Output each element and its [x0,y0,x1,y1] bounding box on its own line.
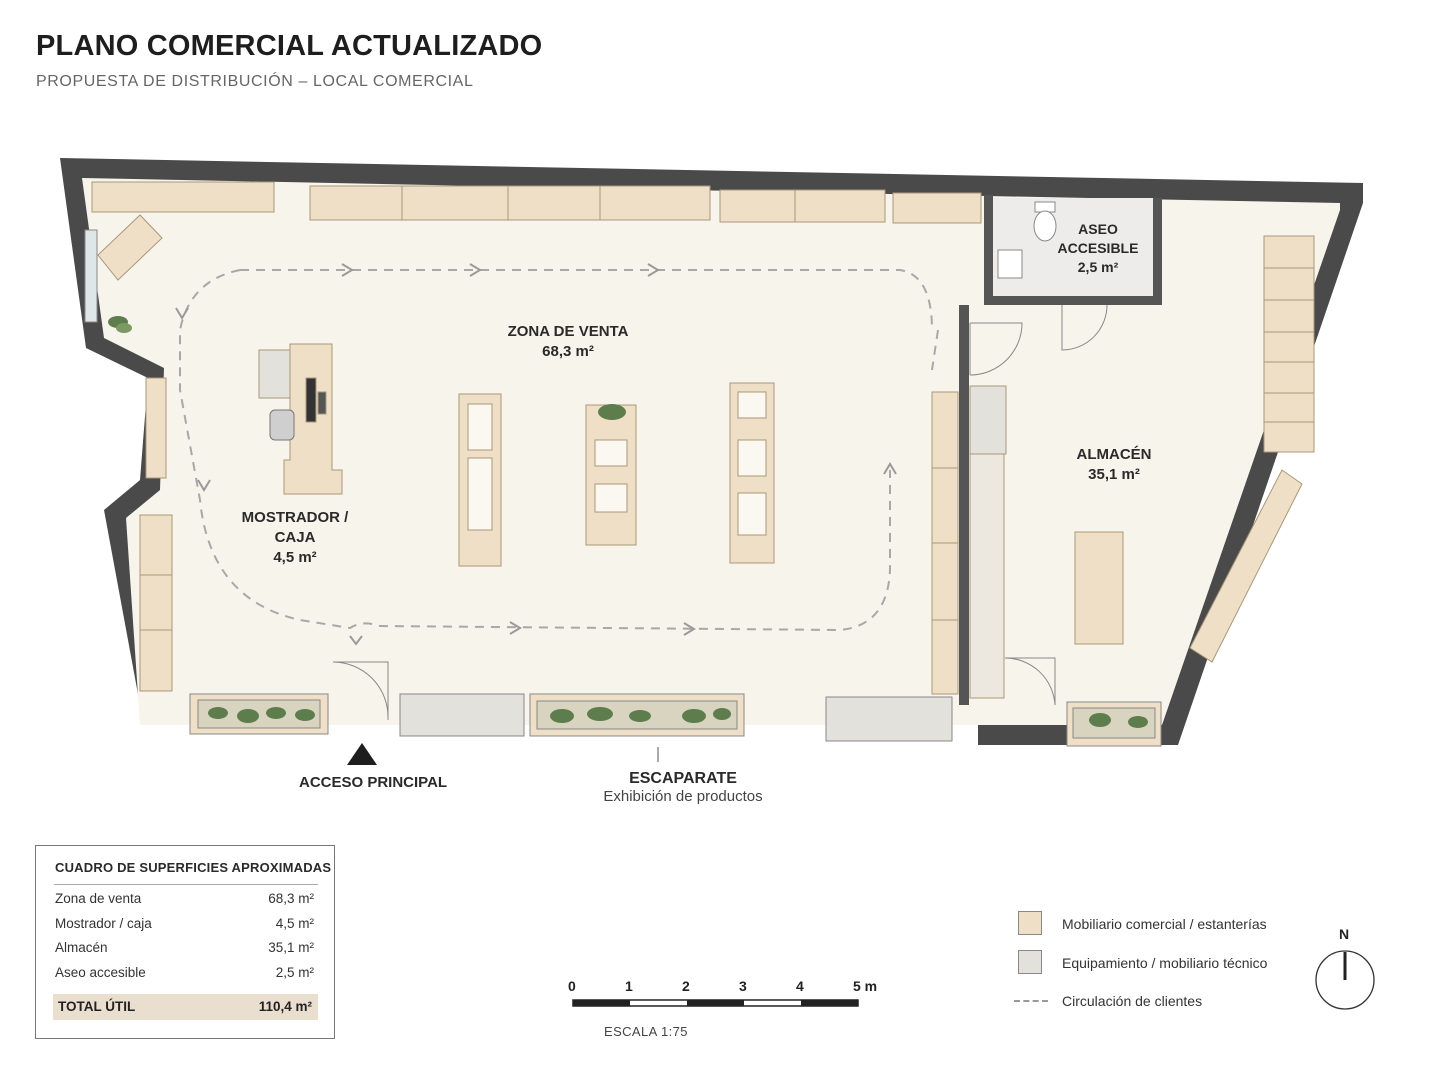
scale-tick: 0 [568,978,576,994]
room-name: ZONA DE VENTA [507,323,629,340]
row-value: 2,5 m² [275,965,314,980]
total-row: TOTAL ÚTIL 110,4 m² [53,994,318,1020]
scale-tick: 3 [739,978,747,994]
access-label: ACCESO PRINCIPAL [299,774,448,791]
scale-tick: 5 m [853,978,878,994]
showcase-title: ESCAPARATE [629,770,737,787]
room-name: ALMACÉN [1076,446,1152,463]
north-label: N [1339,926,1350,942]
table-row: Zona de venta 68,3 m² [55,891,314,906]
row-value: 68,3 m² [268,891,314,906]
toilet-icon [1033,201,1057,242]
room-area: 68,3 m² [542,343,594,360]
plan-title: PLANO COMERCIAL ACTUALIZADO [36,30,543,62]
row-name: Zona de venta [55,891,142,906]
storage-counter [969,385,1007,699]
table-row: Mostrador / caja 4,5 m² [55,916,314,931]
row-name: Aseo accesible [55,965,146,980]
room-name: ASEO [1078,221,1118,237]
circulation-arrows [175,263,897,646]
scale-tick: 4 [796,978,804,994]
gondola-2 [585,404,637,546]
legend-swatch-circulation [1014,1000,1048,1002]
scale-label: ESCALA 1:75 [604,1024,688,1039]
row-value: 35,1 m² [268,940,314,955]
doors [332,304,1108,720]
north-arrow-icon [1315,950,1375,1010]
legend-swatch-equipment [1018,950,1042,974]
table-row: Almacén 35,1 m² [55,940,314,955]
left-diagonal-shelf [97,214,173,692]
gondola-1 [458,393,502,567]
legend-label-furniture: Mobiliario comercial / estanterías [1062,916,1267,932]
surfaces-divider [54,884,318,885]
showcase-subtitle: Exhibición de productos [603,788,763,805]
scale-tick: 1 [625,978,633,994]
room-area: 4,5 m² [273,549,317,566]
total-value: 110,4 m² [258,999,312,1014]
row-name: Mostrador / caja [55,916,152,931]
access-arrow-icon [347,743,377,765]
sink-icon [997,249,1023,279]
surfaces-heading: CUADRO DE SUPERFICIES APROXIMADAS [55,860,332,875]
row-value: 4,5 m² [275,916,314,931]
legend-label-equipment: Equipamiento / mobiliario técnico [1062,955,1268,971]
aseo-wall-right [1153,198,1162,305]
scale-tick: 2 [682,978,690,994]
legend-swatch-furniture [1018,911,1042,935]
room-name: MOSTRADOR / [241,509,349,526]
room-label-mostrador: MOSTRADOR / CAJA 4,5 m² [222,508,368,568]
room-label-aseo: ASEO ACCESIBLE 2,5 m² [1044,220,1152,277]
partition-shelving [931,391,959,695]
surfaces-table: CUADRO DE SUPERFICIES APROXIMADAS Zona d… [35,845,335,1039]
room-name-2: CAJA [274,529,316,546]
room-name-2: ACCESIBLE [1057,240,1139,256]
plan-subtitle: PROPUESTA DE DISTRIBUCIÓN – LOCAL COMERC… [36,73,474,90]
showcase-label: ESCAPARATE Exhibición de productos [568,770,798,805]
scale-bar [572,999,859,1007]
room-area: 35,1 m² [1088,466,1140,483]
gondola-3 [729,382,775,564]
planter-plants [208,707,1148,728]
room-label-venta: ZONA DE VENTA 68,3 m² [478,322,658,362]
partition-wall-2 [984,195,993,305]
row-name: Almacén [55,940,108,955]
partition-wall-1 [959,305,969,705]
room-area: 2,5 m² [1077,259,1119,275]
side-window [84,229,98,323]
aseo-floor [993,198,1153,296]
room-label-almacen: ALMACÉN 35,1 m² [1044,445,1184,485]
circulation-path [240,269,933,331]
cashier-counter [258,343,343,495]
table-row: Aseo accesible 2,5 m² [55,965,314,980]
corner-plant-icon [108,316,132,333]
interior-floor [82,178,1340,725]
total-label: TOTAL ÚTIL [58,999,136,1014]
aseo-wall-bottom [984,296,1158,305]
almacen-shelving [1074,235,1315,663]
legend-label-circulation: Circulación de clientes [1062,993,1203,1009]
top-shelving [91,181,982,224]
